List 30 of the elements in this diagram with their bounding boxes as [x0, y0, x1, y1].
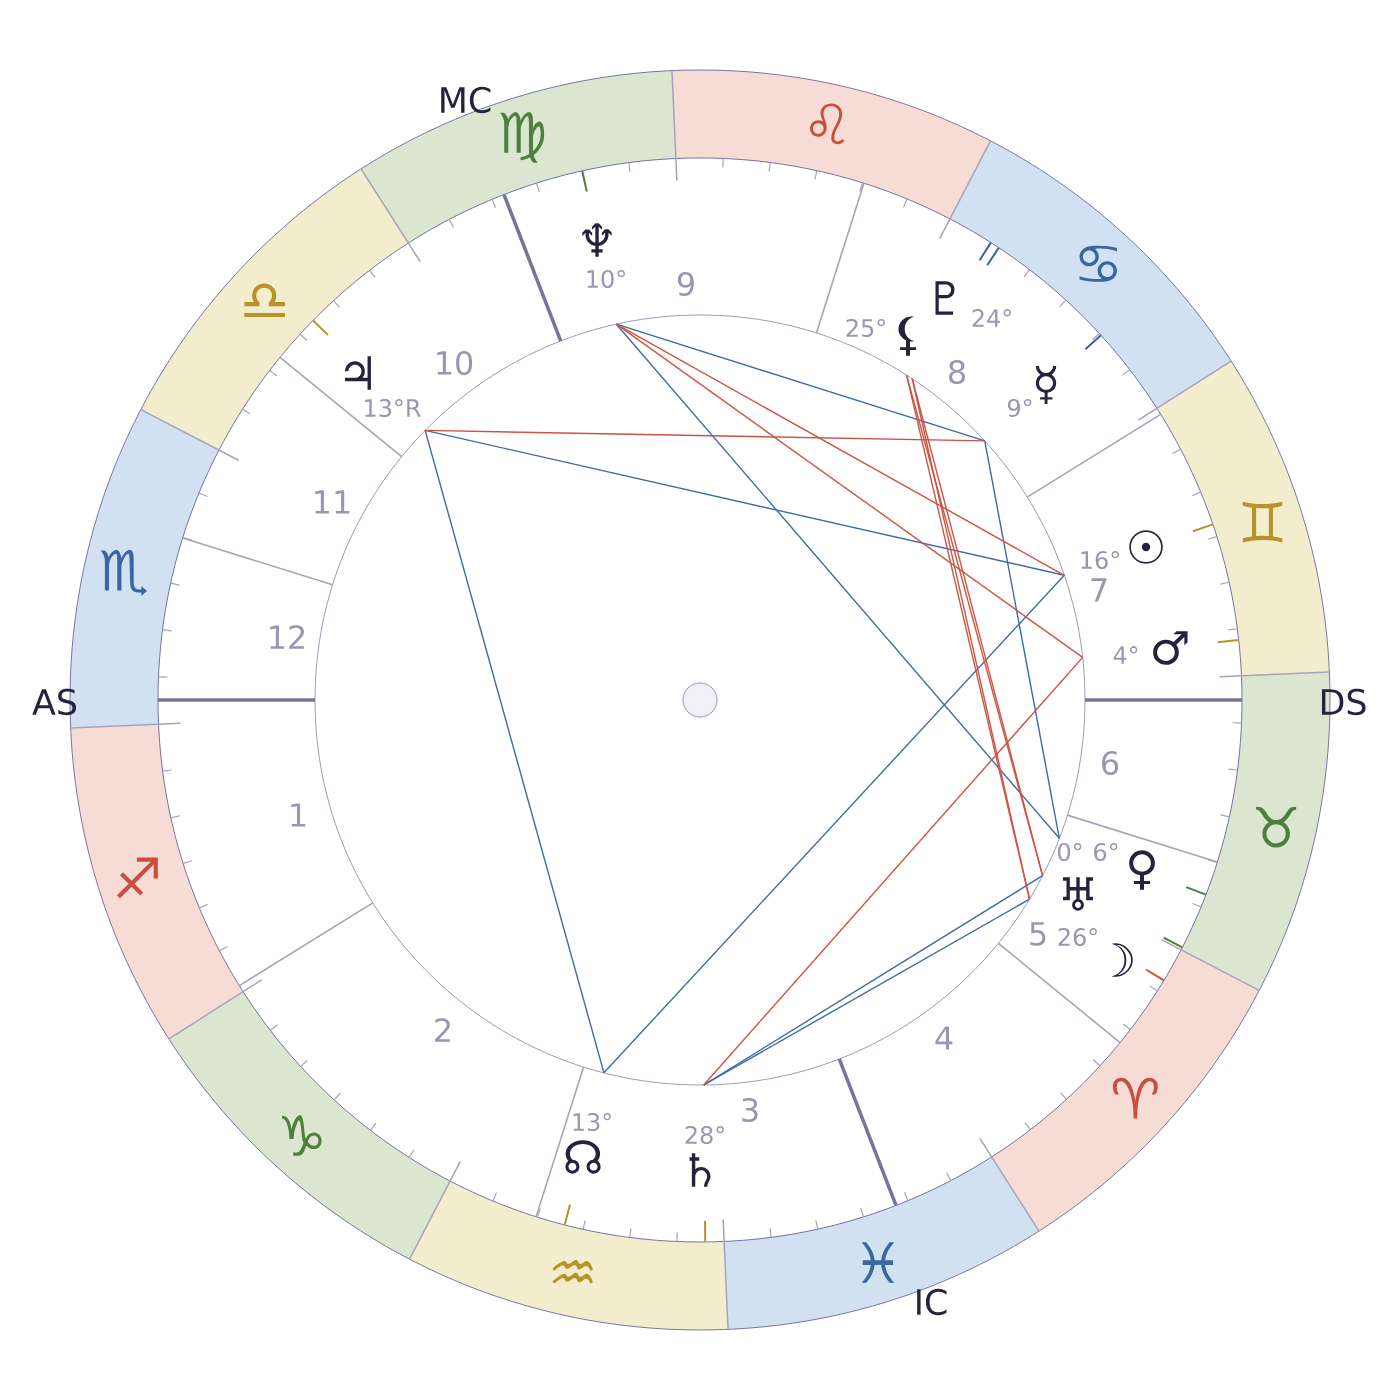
degree-label: 0°	[1058, 842, 1082, 862]
planet-glyph: ♀	[1129, 850, 1155, 890]
house-number: 6	[1102, 750, 1119, 776]
house-number: 2	[435, 1018, 450, 1042]
planet-glyph: ♅	[1063, 877, 1093, 911]
house-number: 12	[270, 625, 305, 649]
degree-label: 24°	[972, 309, 1011, 327]
house-number: 3	[742, 1097, 758, 1123]
angle-label: MC	[441, 86, 491, 114]
degree-label: 10°	[587, 269, 625, 289]
sign-band: ♐	[70, 724, 244, 1039]
house-number: 4	[935, 1026, 953, 1050]
degree-label: 16°	[1081, 550, 1119, 570]
angle-label: IC	[917, 1288, 947, 1316]
house-number: 9	[677, 271, 694, 297]
planet-glyph: ⚸	[898, 316, 917, 356]
degree-label: 6°	[1094, 842, 1118, 862]
degree-label: 28°	[685, 1125, 724, 1145]
house-number: 1	[291, 803, 306, 827]
house-number: 8	[949, 359, 965, 385]
planet-glyph: ☿	[1035, 365, 1057, 405]
planet-glyph: ♃	[345, 356, 371, 390]
house-number: 7	[1091, 578, 1107, 602]
degree-label: 4°	[1113, 646, 1138, 664]
planet-glyph: ☊	[565, 1140, 601, 1174]
degree-label: 13°	[573, 1112, 611, 1132]
house-number: 11	[315, 490, 350, 514]
sign-band: ♌	[672, 70, 991, 219]
planet-glyph: ♂	[1153, 631, 1188, 665]
degree-label: 25°	[846, 318, 885, 338]
